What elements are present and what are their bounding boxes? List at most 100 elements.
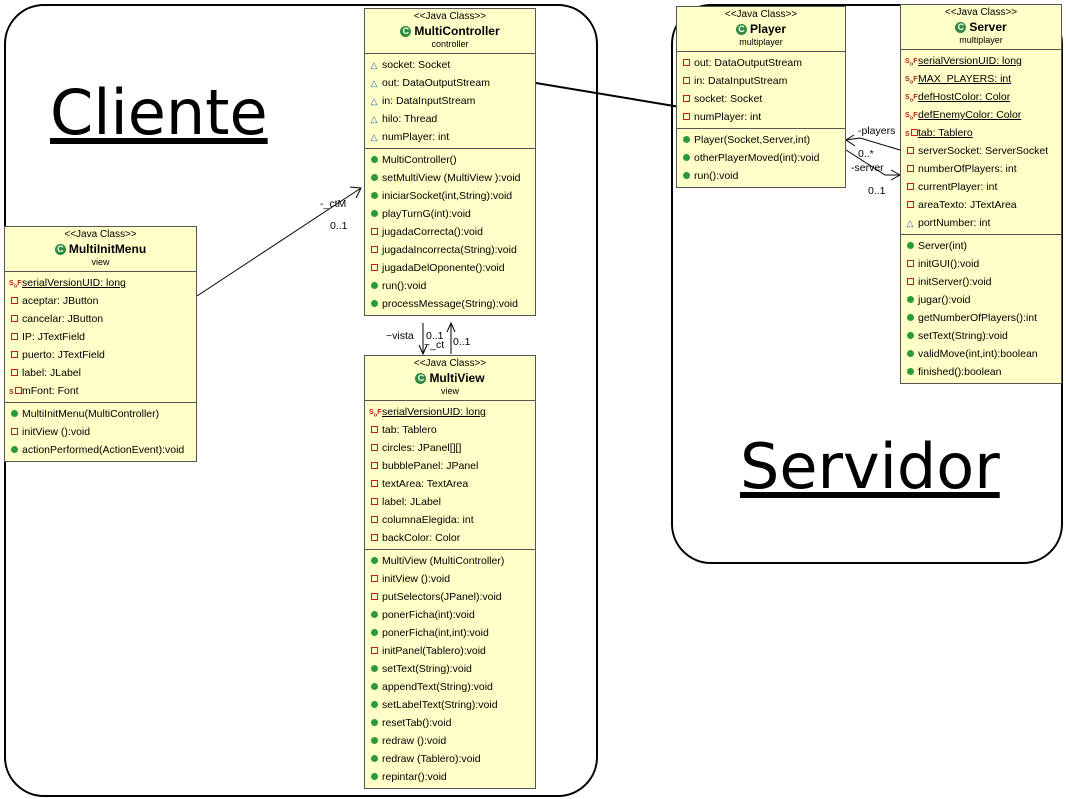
package-field-icon: △ xyxy=(370,114,378,125)
method-row[interactable]: repintar():void xyxy=(365,768,535,786)
method-row[interactable]: initView ():void xyxy=(5,423,196,441)
method-row[interactable]: MultiInitMenu(MultiController) xyxy=(5,405,196,423)
attribute-text: in: DataInputStream xyxy=(694,75,788,87)
method-row[interactable]: initPanel(Tablero):void xyxy=(365,642,535,660)
attribute-row[interactable]: aceptar: JButton xyxy=(5,292,196,310)
attribute-row[interactable]: circles: JPanel[][] xyxy=(365,439,535,457)
method-row[interactable]: ponerFicha(int):void xyxy=(365,606,535,624)
attribute-row[interactable]: △socket: Socket xyxy=(365,56,535,74)
attribute-row[interactable]: in: DataInputStream xyxy=(677,72,845,90)
method-row[interactable]: putSelectors(JPanel):void xyxy=(365,588,535,606)
attribute-row[interactable]: IP: JTextField xyxy=(5,328,196,346)
attribute-row[interactable]: SoFdefEnemyColor: Color xyxy=(901,106,1061,124)
stereotype-label: <<Java Class>> xyxy=(413,11,487,22)
private-field-icon xyxy=(369,479,379,489)
method-row[interactable]: Server(int) xyxy=(901,237,1061,255)
private-field-icon xyxy=(681,112,691,122)
method-row[interactable]: initGUI():void xyxy=(901,255,1061,273)
method-row[interactable]: jugadaDelOponente():void xyxy=(365,259,535,277)
attribute-text: in: DataInputStream xyxy=(382,95,476,107)
public-method-icon xyxy=(905,349,915,359)
method-row[interactable]: actionPerformed(ActionEvent):void xyxy=(5,441,196,459)
attribute-row[interactable]: SoFserialVersionUID: long xyxy=(901,52,1061,70)
attribute-row[interactable]: SoFMAX_PLAYERS: int xyxy=(901,70,1061,88)
method-row[interactable]: Player(Socket,Server,int) xyxy=(677,131,845,149)
method-text: initPanel(Tablero):void xyxy=(382,645,486,657)
class-icon: C xyxy=(54,244,66,256)
attribute-row[interactable]: serverSocket: ServerSocket xyxy=(901,142,1061,160)
public-method-icon xyxy=(369,736,379,746)
attribute-row[interactable]: △portNumber: int xyxy=(901,214,1061,232)
method-row[interactable]: setText(String):void xyxy=(901,327,1061,345)
attribute-row[interactable]: tab: Tablero xyxy=(365,421,535,439)
attribute-row[interactable]: SoFdefHostColor: Color xyxy=(901,88,1061,106)
attribute-row[interactable]: bubblePanel: JPanel xyxy=(365,457,535,475)
attribute-row[interactable]: SoFserialVersionUID: long xyxy=(365,403,535,421)
attribute-row[interactable]: areaTexto: JTextArea xyxy=(901,196,1061,214)
method-row[interactable]: initView ():void xyxy=(365,570,535,588)
attribute-row[interactable]: out: DataOutputStream xyxy=(677,54,845,72)
method-row[interactable]: jugadaIncorrecta(String):void xyxy=(365,241,535,259)
attribute-row[interactable]: currentPlayer: int xyxy=(901,178,1061,196)
method-row[interactable]: playTurnG(int):void xyxy=(365,205,535,223)
method-row[interactable]: iniciarSocket(int,String):void xyxy=(365,187,535,205)
attribute-row[interactable]: label: JLabel xyxy=(5,364,196,382)
attributes-section: △socket: Socket△out: DataOutputStream△in… xyxy=(365,54,535,148)
ct-arrowhead xyxy=(446,321,456,333)
attribute-row[interactable]: △hilo: Thread xyxy=(365,110,535,128)
attribute-row[interactable]: cancelar: JButton xyxy=(5,310,196,328)
attribute-row[interactable]: puerto: JTextField xyxy=(5,346,196,364)
attribute-row[interactable]: label: JLabel xyxy=(365,493,535,511)
private-field-icon xyxy=(681,76,691,86)
method-row[interactable]: processMessage(String):void xyxy=(365,295,535,313)
attribute-row[interactable]: numberOfPlayers: int xyxy=(901,160,1061,178)
private-field-icon xyxy=(681,94,691,104)
method-row[interactable]: ponerFicha(int,int):void xyxy=(365,624,535,642)
method-row[interactable]: validMove(int,int):boolean xyxy=(901,345,1061,363)
attribute-row[interactable]: socket: Socket xyxy=(677,90,845,108)
method-row[interactable]: appendText(String):void xyxy=(365,678,535,696)
method-row[interactable]: run():void xyxy=(365,277,535,295)
attribute-text: serialVersionUID: long xyxy=(22,277,126,289)
menu-controller-arrowhead xyxy=(349,186,362,199)
attribute-row[interactable]: △in: DataInputStream xyxy=(365,92,535,110)
method-text: ponerFicha(int):void xyxy=(382,609,475,621)
method-row[interactable]: jugadaCorrecta():void xyxy=(365,223,535,241)
method-row[interactable]: redraw ():void xyxy=(365,732,535,750)
attribute-row[interactable]: SoFserialVersionUID: long xyxy=(5,274,196,292)
players-arrowhead xyxy=(845,134,856,147)
method-row[interactable]: setText(String):void xyxy=(365,660,535,678)
attribute-row[interactable]: backColor: Color xyxy=(365,529,535,547)
attribute-row[interactable]: △out: DataOutputStream xyxy=(365,74,535,92)
attribute-row[interactable]: numPlayer: int xyxy=(677,108,845,126)
ct-role-label: ~_ct xyxy=(424,339,445,351)
attribute-text: tab: Tablero xyxy=(918,127,973,139)
method-text: setMultiView (MultiView ):void xyxy=(382,172,521,184)
method-row[interactable]: MultiView (MultiController) xyxy=(365,552,535,570)
attribute-row[interactable]: textArea: TextArea xyxy=(365,475,535,493)
method-row[interactable]: resetTab():void xyxy=(365,714,535,732)
method-row[interactable]: MultiController() xyxy=(365,151,535,169)
method-row[interactable]: run():void xyxy=(677,167,845,185)
method-row[interactable]: setMultiView (MultiView ):void xyxy=(365,169,535,187)
method-row[interactable]: initServer():void xyxy=(901,273,1061,291)
attribute-row[interactable]: columnaElegida: int xyxy=(365,511,535,529)
attribute-text: backColor: Color xyxy=(382,532,461,544)
attribute-text: numberOfPlayers: int xyxy=(918,163,1017,175)
method-row[interactable]: redraw (Tablero):void xyxy=(365,750,535,768)
attribute-row[interactable]: △numPlayer: int xyxy=(365,128,535,146)
method-row[interactable]: setLabelText(String):void xyxy=(365,696,535,714)
method-row[interactable]: finished():boolean xyxy=(901,363,1061,381)
method-row[interactable]: otherPlayerMoved(int):void xyxy=(677,149,845,167)
method-row[interactable]: getNumberOfPlayers():int xyxy=(901,309,1061,327)
method-row[interactable]: jugar():void xyxy=(901,291,1061,309)
